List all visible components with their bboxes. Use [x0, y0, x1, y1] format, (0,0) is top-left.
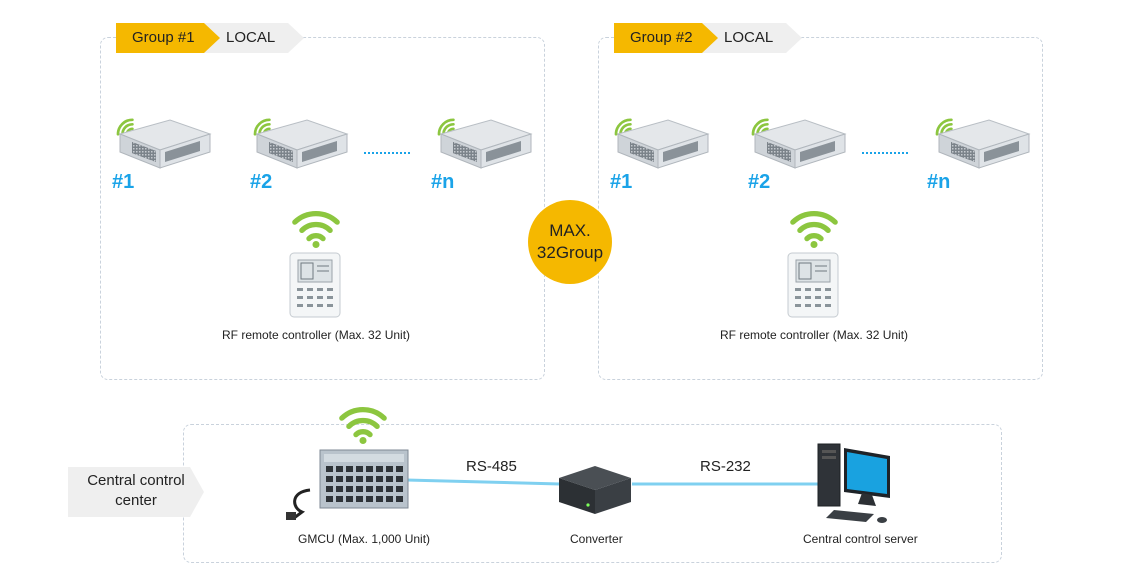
- group-2-unit-n-label: #n: [927, 171, 951, 193]
- group-2-unit-1-label: #1: [610, 171, 633, 193]
- group-2-tag: Group #2: [614, 23, 718, 53]
- max-group-badge: MAX. 32Group: [528, 200, 612, 284]
- server-caption: Central control server: [803, 532, 918, 546]
- gmcu-wifi-icon: [339, 404, 387, 444]
- group-2-ellipsis: [862, 152, 908, 154]
- group-1-controller-caption: RF remote controller (Max. 32 Unit): [222, 328, 411, 342]
- gmcu-caption: GMCU (Max. 1,000 Unit): [298, 532, 431, 546]
- group-1-unit-2-label: #2: [250, 171, 273, 193]
- group-1-ellipsis: [364, 152, 410, 154]
- central-tag-line2: center: [115, 492, 157, 509]
- group-1-unit-1-label: #1: [112, 171, 135, 193]
- converter-device-icon: [559, 466, 631, 514]
- rs232-label: RS-232: [700, 458, 751, 475]
- rs485-label: RS-485: [466, 458, 517, 475]
- group-1-unit-n-label: #n: [431, 171, 455, 193]
- gmcu-device-icon: [286, 449, 409, 520]
- server-computer-icon: [817, 443, 890, 523]
- group-2-unit-2-label: #2: [748, 171, 771, 193]
- converter-caption: Converter: [570, 532, 623, 546]
- central-tag-line1: Central control: [87, 472, 185, 489]
- group-1-tag: Group #1: [116, 23, 220, 53]
- central-control-tag: Central control center: [68, 467, 204, 517]
- group-2-box: [598, 37, 1043, 380]
- max-badge-line1: MAX.: [549, 221, 591, 240]
- max-badge-line2: 32Group: [536, 243, 604, 262]
- group-2-controller-caption: RF remote controller (Max. 32 Unit): [720, 328, 909, 342]
